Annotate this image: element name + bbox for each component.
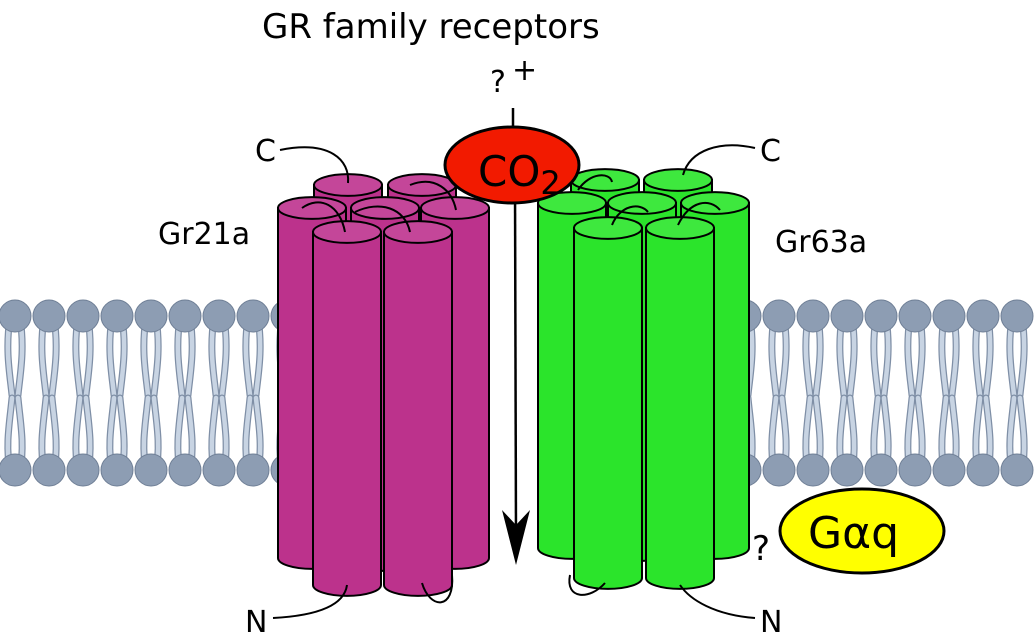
gr63a-n-terminus-label: N	[760, 605, 782, 637]
gr63a-c-tail	[682, 144, 756, 176]
gr21a-n-tail	[272, 584, 348, 619]
lipid-head	[898, 453, 932, 487]
gr21a-top-loop	[354, 205, 411, 233]
lipid-head	[202, 299, 236, 333]
gr63a-helix-top	[537, 191, 607, 215]
lipid-head	[762, 299, 796, 333]
gr21a-c-terminus-label: C	[255, 134, 276, 169]
gr63a-top-loop	[677, 201, 721, 226]
lipid-head	[864, 299, 898, 333]
gr21a-c-tail	[279, 146, 350, 184]
gr63a-helix	[573, 227, 643, 590]
gr21a-helix	[383, 231, 453, 597]
gr21a-helix-top	[277, 196, 347, 220]
lipid-head	[1000, 299, 1034, 333]
co2-influx-arrowhead	[502, 510, 530, 565]
gr21a-helix-top	[387, 173, 457, 197]
lipid-head	[864, 453, 898, 487]
gr63a-bottom-loop	[568, 574, 606, 596]
galpha-q-label: Gαq	[808, 508, 899, 559]
lipid-head	[66, 299, 100, 333]
lipid-head	[966, 299, 1000, 333]
lipid-head	[168, 299, 202, 333]
lipid-head	[134, 299, 168, 333]
gr63a-top-loop	[611, 205, 649, 226]
receptor-loops	[272, 144, 756, 619]
lipid-head	[762, 453, 796, 487]
lipid-head	[932, 299, 966, 333]
lipid-head	[236, 299, 270, 333]
lipid-head	[0, 453, 32, 487]
gr21a-helix-top	[312, 220, 382, 244]
lipid-head	[202, 453, 236, 487]
top-plus-sign: +	[512, 53, 537, 88]
gr63a-helix-top	[680, 191, 750, 215]
diagram-title: GR family receptors	[262, 7, 600, 47]
gr63a-helix-top	[645, 216, 715, 240]
gr63a-helix-top	[607, 191, 677, 215]
gr63a-c-terminus-label: C	[760, 134, 781, 169]
lipid-head	[830, 453, 864, 487]
gr63a-label: Gr63a	[775, 225, 867, 260]
lipid-head	[966, 453, 1000, 487]
svg-text:CO2: CO2	[478, 147, 561, 202]
lipid-head	[32, 453, 66, 487]
lipid-head	[830, 299, 864, 333]
co2-molecule	[443, 125, 581, 205]
lipid-head	[796, 299, 830, 333]
gr63a-top-loop	[577, 174, 613, 191]
lipid-head	[100, 453, 134, 487]
gprotein-question-mark: ?	[752, 529, 770, 569]
gr21a-top-loop	[409, 180, 457, 211]
gr21a-helix	[312, 231, 382, 597]
gr63a-helix-top	[573, 216, 643, 240]
lipid-head	[796, 453, 830, 487]
lipid-head	[236, 453, 270, 487]
gr21a-n-terminus-label: N	[245, 605, 267, 637]
gr63a-helix-top	[570, 168, 640, 192]
gr21a-helix-top	[383, 220, 453, 244]
gr21a-receptor	[277, 173, 490, 597]
co2-label: CO	[478, 147, 540, 196]
lipid-head	[134, 453, 168, 487]
gr21a-top-loop	[301, 201, 346, 233]
lipid-head	[100, 299, 134, 333]
gr21a-bottom-loop	[421, 574, 454, 604]
lipid-head	[898, 299, 932, 333]
co2-influx-arrow-shaft	[513, 184, 518, 541]
gr63a-receptor	[537, 168, 750, 590]
lipid-head	[168, 453, 202, 487]
top-question-mark: ?	[490, 65, 506, 100]
gr63a-helix-top	[643, 168, 713, 192]
gr21a-label: Gr21a	[158, 217, 250, 252]
lipid-head	[1000, 453, 1034, 487]
lipid-head	[66, 453, 100, 487]
co2-subscript: 2	[540, 164, 560, 202]
lipid-head	[0, 299, 32, 333]
lipid-head	[932, 453, 966, 487]
gr63a-helix	[645, 227, 715, 590]
gr63a-n-tail	[679, 584, 756, 619]
lipid-head	[32, 299, 66, 333]
galpha-q-protein	[778, 487, 946, 575]
